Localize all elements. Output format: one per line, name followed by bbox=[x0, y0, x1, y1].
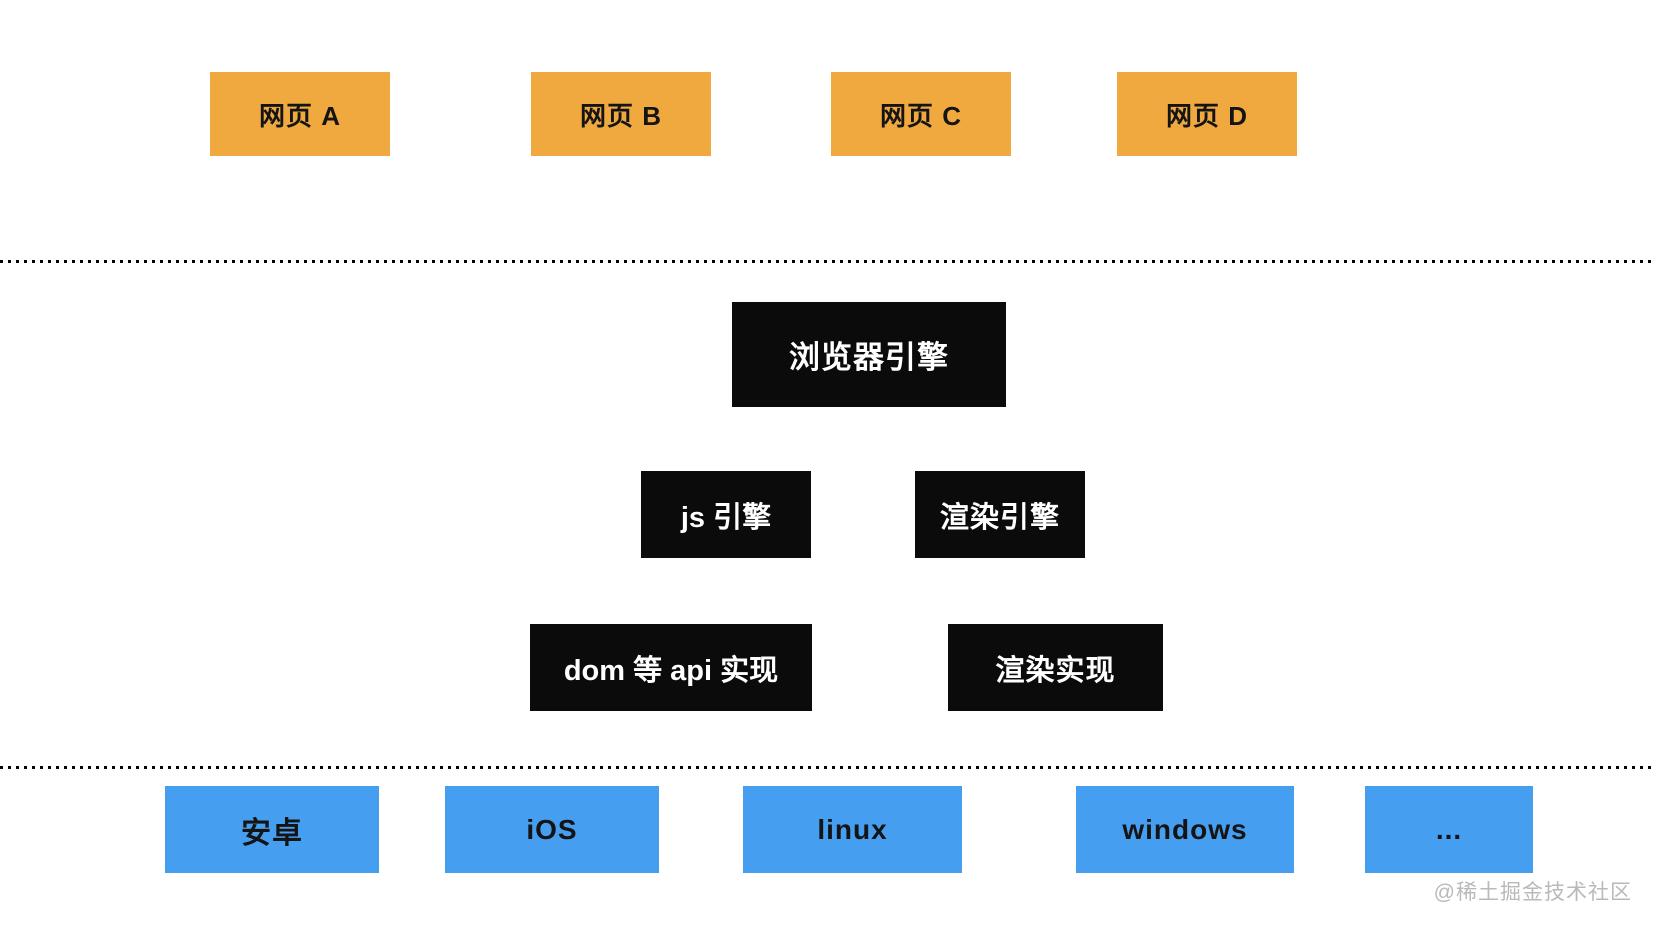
separator-top bbox=[0, 260, 1656, 263]
browser-engine-box: 浏览器引擎 bbox=[732, 302, 1006, 407]
render-engine-box: 渲染引擎 bbox=[915, 471, 1085, 558]
js-engine-box: js 引擎 bbox=[641, 471, 811, 558]
platform-box-ios: iOS bbox=[445, 786, 659, 873]
platform-box-windows: windows bbox=[1076, 786, 1294, 873]
web-page-box-d: 网页 D bbox=[1117, 72, 1297, 156]
platform-box-more: ... bbox=[1365, 786, 1533, 873]
separator-bottom bbox=[0, 766, 1656, 769]
web-page-box-c: 网页 C bbox=[831, 72, 1011, 156]
platform-box-linux: linux bbox=[743, 786, 962, 873]
web-page-box-b: 网页 B bbox=[531, 72, 711, 156]
dom-api-implementation-box: dom 等 api 实现 bbox=[530, 624, 812, 711]
web-page-box-a: 网页 A bbox=[210, 72, 390, 156]
watermark: @稀土掘金技术社区 bbox=[1433, 881, 1632, 904]
render-implementation-box: 渲染实现 bbox=[948, 624, 1163, 711]
platform-box-android: 安卓 bbox=[165, 786, 379, 873]
